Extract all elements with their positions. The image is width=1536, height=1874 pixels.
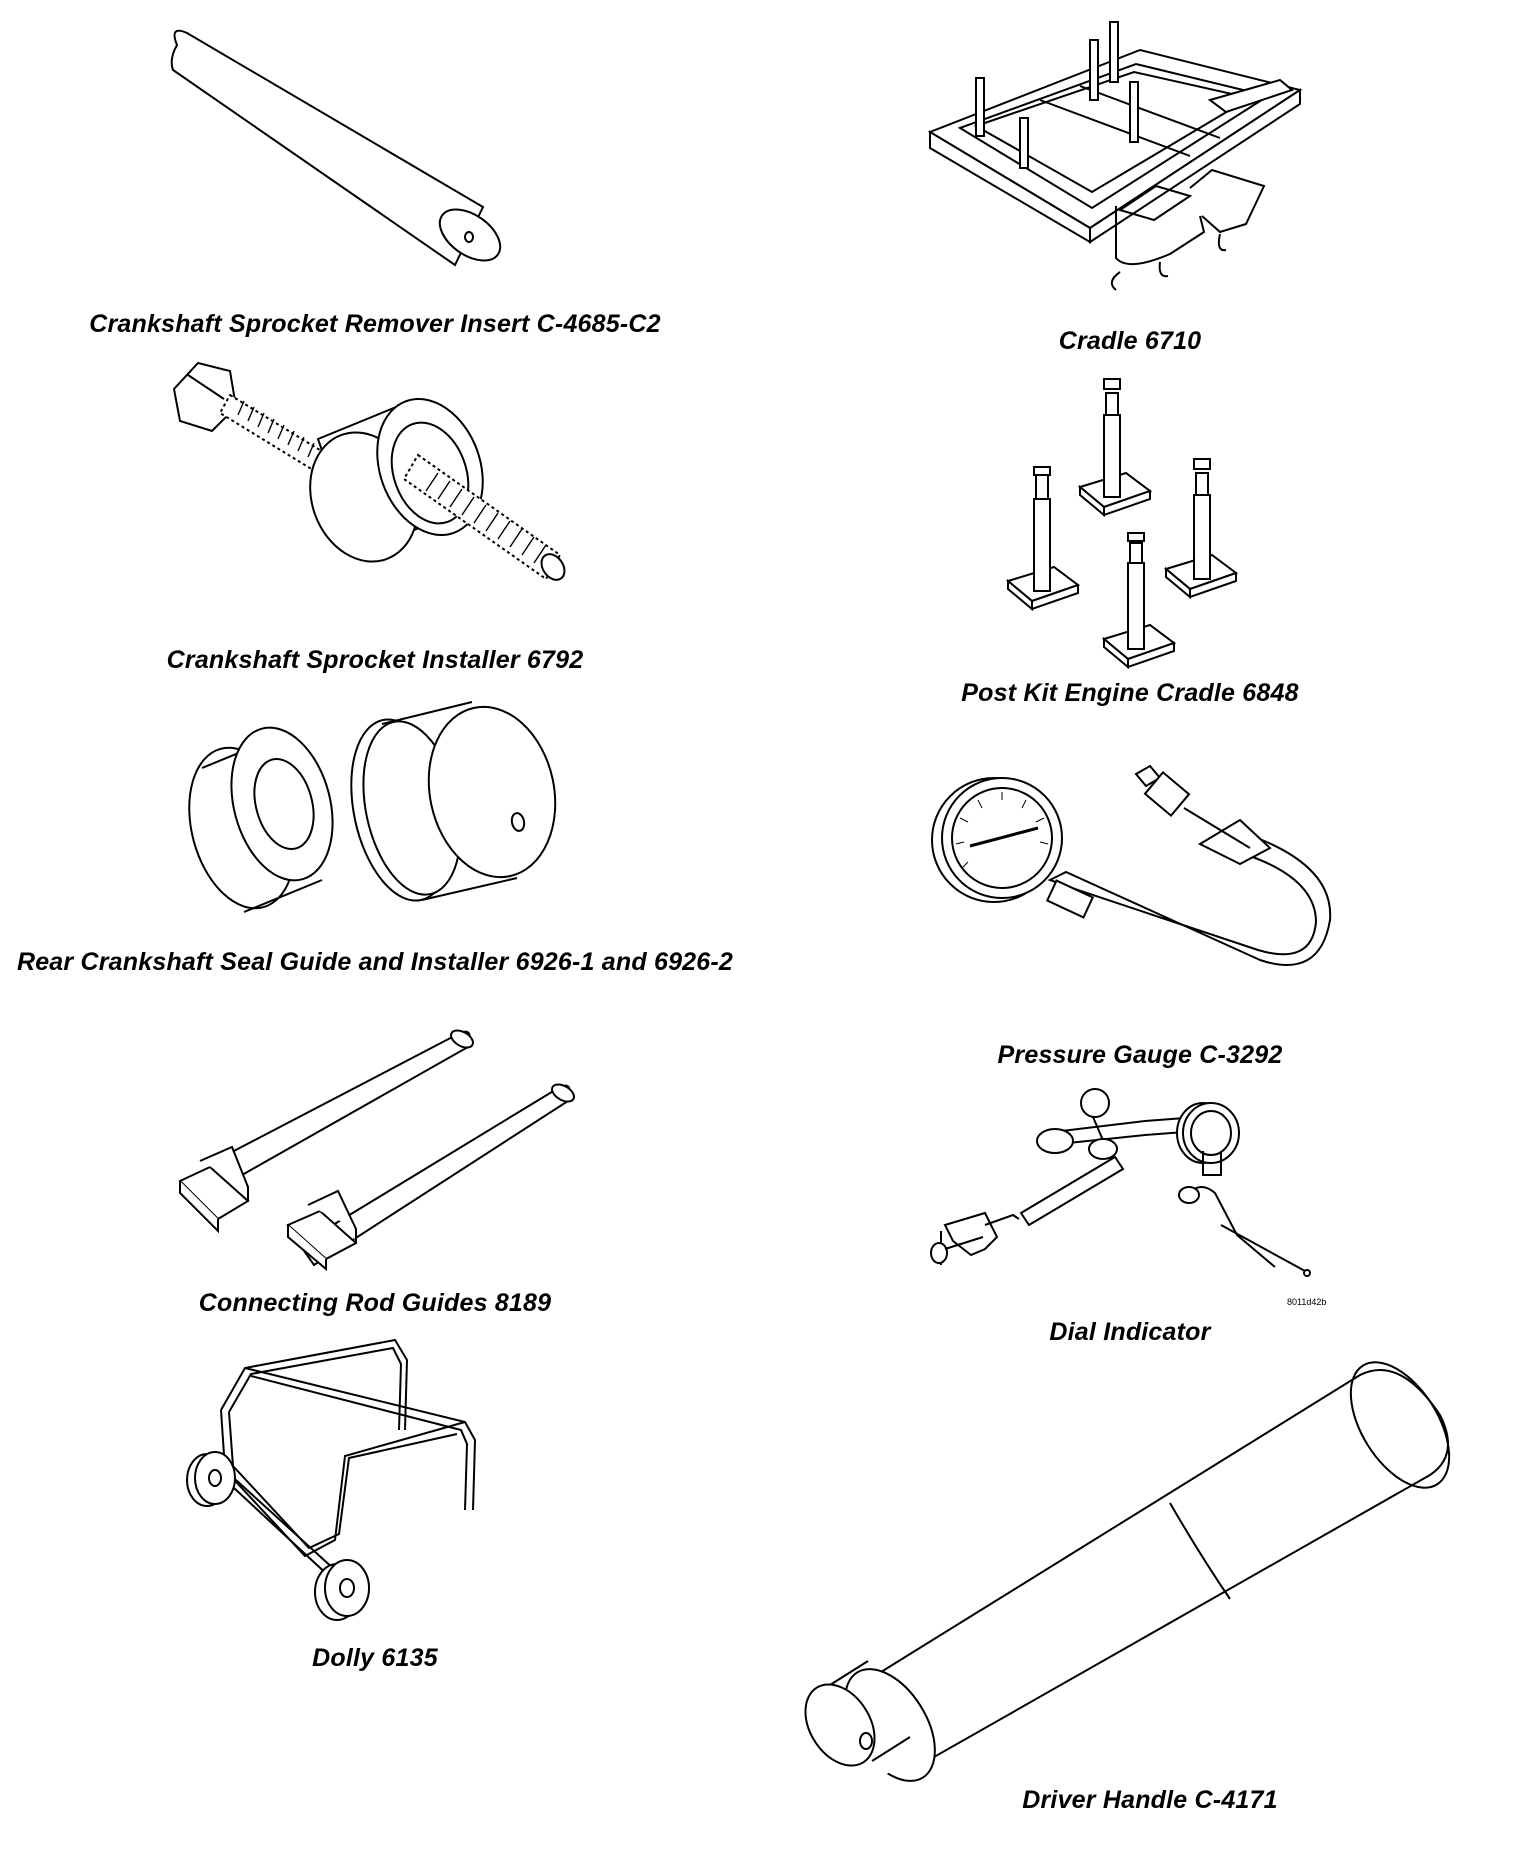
tool-caption: Post Kit Engine Cradle 6848 [961, 679, 1299, 707]
tool-caption: Driver Handle C-4171 [1022, 1786, 1278, 1814]
dial-indicator-icon [925, 1085, 1325, 1305]
threaded-installer-icon [168, 355, 588, 635]
post-kit-icon [1000, 375, 1260, 675]
driver-handle-icon [800, 1355, 1480, 1795]
dolly-icon [185, 1330, 585, 1620]
tool-caption: Connecting Rod Guides 8189 [198, 1289, 552, 1317]
tool-caption: Crankshaft Sprocket Remover Insert C-468… [89, 310, 661, 338]
seal-guide-installer-icon [172, 700, 592, 930]
tool-caption: Cradle 6710 [1058, 327, 1202, 355]
figure-id: 8011d42b [1287, 1297, 1327, 1307]
cradle-icon [920, 20, 1340, 310]
tool-caption: Crankshaft Sprocket Installer 6792 [166, 646, 584, 674]
rod-guides-icon [170, 1025, 590, 1265]
tool-caption: Dial Indicator [1049, 1318, 1211, 1346]
rod-insert-icon [165, 15, 585, 285]
pressure-gauge-icon [920, 760, 1350, 1020]
tool-caption: Rear Crankshaft Seal Guide and Installer… [16, 948, 734, 976]
tool-caption: Pressure Gauge C-3292 [997, 1041, 1283, 1069]
tool-caption: Dolly 6135 [312, 1644, 438, 1672]
